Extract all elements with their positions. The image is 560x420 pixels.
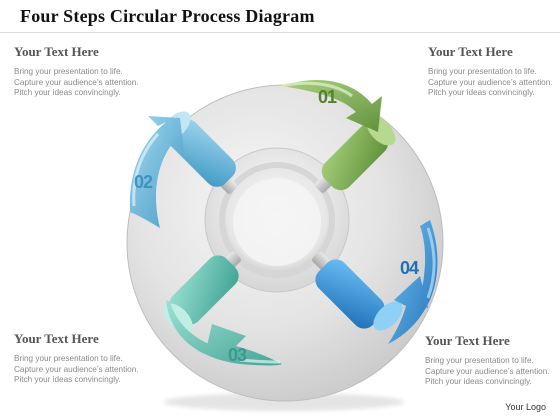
text-block-body: Bring your presentation to life. Capture… — [14, 354, 139, 384]
step-04-number: 04 — [400, 258, 419, 278]
step-02: 02 — [129, 111, 236, 228]
text-block-top-right: Your Text Here Bring your presentation t… — [428, 44, 560, 99]
step-04-arrow-highlight — [426, 227, 436, 299]
step-04-arrow-icon — [388, 220, 438, 344]
page-title: Four Steps Circular Process Diagram — [20, 6, 315, 26]
title-divider — [0, 32, 560, 33]
text-block-body: Bring your presentation to life. Capture… — [425, 356, 550, 386]
step-03-cylinder — [169, 255, 239, 325]
text-block-top-left: Your Text Here Bring your presentation t… — [14, 44, 146, 99]
text-block-bottom-left: Your Text Here Bring your presentation t… — [14, 331, 146, 386]
step-01-cylinder — [321, 123, 389, 191]
step-01: 01 — [281, 80, 396, 191]
step-01-arrow-highlight — [281, 81, 353, 98]
step-02-number: 02 — [134, 172, 153, 192]
disc-shadow — [164, 393, 404, 411]
text-block-bottom-right: Your Text Here Bring your presentation t… — [425, 333, 557, 388]
step-04: 04 — [315, 220, 438, 344]
text-block-body: Bring your presentation to life. Capture… — [14, 67, 139, 97]
step-04-cylinder — [315, 259, 385, 329]
text-block-heading: Your Text Here — [14, 44, 99, 59]
step-03-arrow-highlight — [239, 358, 281, 364]
text-block-heading: Your Text Here — [428, 44, 513, 59]
step-02-cylinder — [168, 119, 236, 187]
step-01-number: 01 — [318, 87, 337, 107]
step-02-arrow-icon — [129, 116, 184, 228]
step-03-arrow-icon — [166, 300, 282, 366]
hub-inner-highlight — [233, 178, 321, 266]
step-01-arrow-icon — [282, 80, 382, 132]
text-block-heading: Your Text Here — [425, 333, 510, 348]
text-block-heading: Your Text Here — [14, 331, 99, 346]
step-04-cylinder-cap — [373, 301, 403, 331]
step-03-number: 03 — [228, 345, 247, 365]
step-02-arrow-highlight — [132, 133, 160, 207]
step-03: 03 — [163, 255, 282, 366]
text-block-body: Bring your presentation to life. Capture… — [428, 67, 553, 97]
logo-placeholder: Your Logo — [505, 402, 546, 412]
